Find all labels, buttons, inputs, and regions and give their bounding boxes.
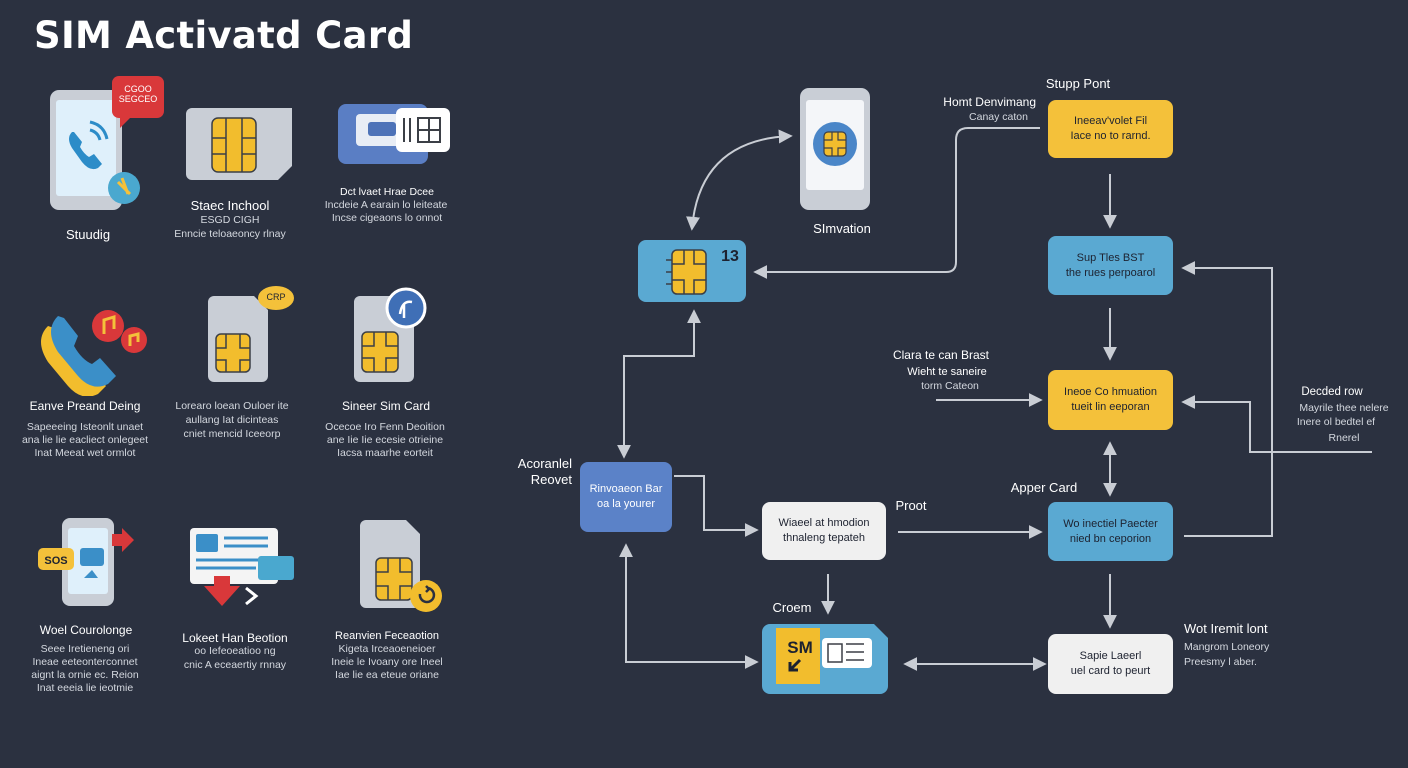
left-item-8-desc-2: cnic A eceaertiy rnnay	[183, 659, 287, 671]
left-item-6-heading: Sineer Sim Card	[341, 399, 431, 413]
sos-badge-text: SOS	[44, 555, 68, 567]
sim-card-icon	[186, 108, 292, 180]
desired-label-line-2: Mayrile thee nelere	[1299, 402, 1389, 414]
blue-bottom-node[interactable]: Wo inectiel Paecter nied bn ceporion	[1048, 502, 1173, 561]
support-point-label: Stupp Pont	[1045, 76, 1111, 91]
sim-chip-icon	[666, 249, 707, 295]
blue-mid-line-1: Sup Tles BST	[1076, 251, 1145, 264]
left-item-8-heading: Lokeet Han Beotion	[182, 631, 288, 645]
activation-phone-icon	[800, 88, 870, 210]
accidental-reset-line-2: Reovet	[530, 472, 572, 487]
sm-card-icon	[762, 624, 888, 694]
arrow-hont-to-sim	[753, 127, 1040, 279]
left-item-4-desc-3: Inat Meeat wet ormlot	[34, 447, 136, 459]
margin-label-line-2: Preesmy l aber.	[1184, 656, 1257, 668]
hont-label-line-1: Homt Denvimang	[943, 95, 1036, 109]
sim-tray-icon	[338, 104, 450, 164]
arrow-desired-to-yellow	[1181, 395, 1372, 453]
left-item-7-heading: Woel Courolonge	[39, 623, 133, 637]
left-item-2-heading: Staec Inchool	[190, 198, 270, 213]
sim-activation-label: SImvation	[813, 221, 871, 236]
clara-label-line-2: Wieht te saneire	[907, 366, 987, 378]
document-transfer-icon	[190, 528, 294, 606]
reset-node[interactable]: Rinvoaeon Bar oa la yourer	[580, 462, 672, 532]
clara-label-line-3: torm Cateon	[921, 380, 979, 392]
left-item-2-desc-2: Enncie teloaeoncy rlnay	[174, 228, 286, 240]
apper-card-label: Apper Card	[1010, 480, 1078, 495]
page-title: SIM Activatd Card	[34, 14, 414, 57]
left-item-9-desc-3: Iae lie ea eteue oriane	[335, 669, 439, 681]
sim-support-icon	[354, 287, 427, 382]
left-item-6-desc-1: Ocecoe Iro Fenn Deoition	[325, 421, 445, 433]
phone-sos-icon	[38, 518, 134, 606]
music-call-icon	[41, 310, 147, 396]
left-item-8-desc-1: oo Iefeoeatioo ng	[194, 645, 276, 657]
left-item-4-heading: Eanve Preand Deing	[29, 399, 141, 413]
blue-bottom-line-1: Wo inectiel Paecter	[1063, 517, 1158, 530]
arrow-reset-to-smcard	[619, 543, 759, 669]
left-item-5-desc-3: cniet mencid Iceeorp	[183, 428, 281, 440]
proot-label: Proot	[895, 498, 927, 513]
margin-label-line-1: Mangrom Loneory	[1184, 641, 1270, 653]
left-item-4-desc-1: Sapeeeing Isteonlt unaet	[26, 421, 144, 433]
yellow-top-node[interactable]: Ineeav'volet Fil Iace no to rarnd.	[1048, 100, 1173, 158]
blue-bottom-line-2: nied bn ceporion	[1069, 532, 1152, 545]
white-bottom-line-1: Sapie Laeerl	[1079, 650, 1142, 662]
left-item-7-desc-3: aignt la ornie ec. Reion	[31, 669, 139, 681]
clara-label-line-1: Clara te can Brast	[892, 348, 990, 362]
left-item-7-desc-4: Inat eeeia lie ieotmie	[36, 682, 134, 694]
wheel-node-line-1: Wiaeel at hmodion	[778, 517, 870, 529]
yellow-mid-line-1: Ineoe Co hmuation	[1064, 386, 1157, 398]
yellow-top-line-2: Iace no to rarnd.	[1070, 130, 1151, 142]
left-item-7-desc-1: Seee Iretieneng ori	[40, 643, 130, 655]
arrow-reset-to-wheel	[674, 475, 759, 537]
blue-mid-line-2: the rues perpoarol	[1065, 266, 1156, 279]
white-bottom-node[interactable]: Sapie Laeerl uel card to peurt	[1048, 634, 1173, 694]
arrow-curve-phone	[686, 129, 793, 231]
left-item-1-heading: Stuudig	[65, 227, 111, 242]
left-item-5-desc-2: aullang Iat dicinteas	[185, 414, 279, 426]
speech-badge-text: CGOO SEGCEO	[118, 84, 158, 104]
blue-mid-node[interactable]: Sup Tles BST the rues perpoarol	[1048, 236, 1173, 295]
wot-label: Wot Iremit lont	[1184, 621, 1268, 636]
left-item-9-desc-2: Ineie le Ivoany ore Ineel	[331, 656, 443, 668]
white-bottom-line-2: uel card to peurt	[1070, 665, 1151, 677]
hont-label-line-2: Canay caton	[969, 111, 1028, 123]
left-item-6-desc-3: Iacsa maarhe eorteit	[337, 447, 433, 459]
sim-tile-number: 13	[721, 248, 739, 265]
phone-call-icon	[50, 76, 164, 210]
left-item-3-heading: Dct lvaet Hrae Dcee	[340, 186, 434, 198]
left-item-2-desc-1: ESGD CIGH	[200, 214, 260, 226]
reset-node-line-2: oa la yourer	[596, 498, 656, 510]
arrow-right-loop	[1181, 261, 1273, 537]
left-item-9-desc-1: Kigeta Irceaoeneioer	[338, 643, 436, 655]
wheel-node-line-2: thnaleng tepateh	[783, 532, 865, 544]
accidental-reset-line-1: Acoranlel	[517, 456, 572, 471]
left-item-5-desc-1: Lorearo loean Ouloer ite	[175, 400, 289, 412]
arrow-sim-down	[617, 309, 701, 459]
yellow-mid-node[interactable]: Ineoe Co hmuation tueit lin eeporan	[1048, 370, 1173, 430]
left-item-9-heading: Reanvien Feceaotion	[335, 630, 439, 642]
left-item-7-desc-2: Ineae eeteonterconnet	[32, 656, 138, 668]
sim-refresh-icon	[360, 520, 442, 612]
yellow-top-line-1: Ineeav'volet Fil	[1073, 115, 1148, 127]
left-item-6-desc-2: ane Iie Iie ecesie otrieine	[326, 434, 444, 446]
sim-bubble-icon	[208, 286, 294, 382]
left-item-3-desc-1: Incdeie A earain lo leiteate	[324, 199, 448, 211]
desired-label-line-1: Decded row	[1301, 386, 1363, 398]
left-item-4-desc-2: ana lie lie eacliect onlegeet	[21, 434, 149, 446]
left-item-3-desc-2: Incse cigeaons lo onnot	[331, 212, 443, 224]
yellow-mid-line-2: tueit lin eeporan	[1071, 401, 1150, 413]
desired-label-line-3: Inere ol bedtel ef	[1296, 416, 1376, 428]
wheel-node[interactable]: Wiaeel at hmodion thnaleng tepateh	[762, 502, 886, 560]
sm-card-text: SM	[787, 638, 813, 657]
reset-node-line-1: Rinvoaeon Bar	[589, 483, 663, 495]
bubble-badge-text: CRP	[266, 292, 286, 302]
croem-label: Croem	[772, 600, 812, 615]
desired-label-line-4: Rnerel	[1328, 432, 1360, 444]
